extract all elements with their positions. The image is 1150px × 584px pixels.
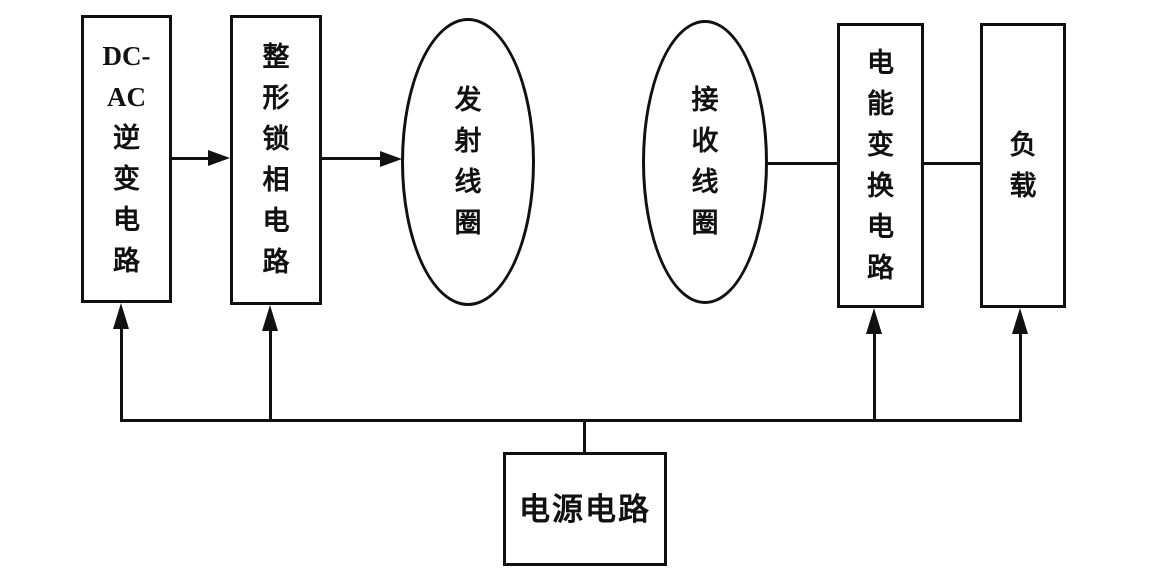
block-label-line: 路 bbox=[113, 246, 140, 276]
block-label-line: 路 bbox=[262, 247, 290, 277]
block-label-line: 能 bbox=[867, 88, 894, 119]
block-label-line: 变 bbox=[113, 164, 140, 194]
block-label-line: 负 bbox=[1009, 129, 1037, 160]
power-supply-bus-line bbox=[120, 419, 1022, 422]
arrowhead-right-icon bbox=[208, 150, 230, 166]
block-label-line: 射 bbox=[454, 126, 482, 156]
arrowhead-up-icon bbox=[866, 308, 882, 334]
block-label-line: 锁 bbox=[262, 124, 290, 154]
block-shaping-pll: 整 形 锁 相 电 路 bbox=[230, 15, 322, 305]
block-label-line: 载 bbox=[1009, 170, 1037, 201]
block-label-line: 换 bbox=[867, 170, 894, 201]
block-label-line: 收 bbox=[691, 126, 719, 156]
block-label-line: 整 bbox=[262, 42, 290, 72]
arrowhead-up-icon bbox=[262, 305, 278, 331]
block-label-line: AC bbox=[107, 82, 146, 112]
block-label-line: 相 bbox=[262, 165, 290, 195]
block-label-line: 电 bbox=[262, 206, 290, 236]
block-label-line: 电 bbox=[867, 47, 894, 78]
block-label-line: 电 bbox=[867, 211, 894, 242]
block-label-line: 圈 bbox=[691, 208, 719, 238]
block-label-line: 变 bbox=[867, 129, 894, 160]
block-label-line: 电 bbox=[113, 205, 140, 235]
block-power-supply: 电源电路 bbox=[503, 452, 667, 566]
connector-pll-to-transmit-coil-line bbox=[322, 157, 382, 160]
connector-bus-to-inverter-line bbox=[120, 329, 123, 421]
arrowhead-up-icon bbox=[1012, 308, 1028, 334]
connector-bus-to-pll-line bbox=[269, 331, 272, 421]
connector-conversion-to-load-line bbox=[924, 162, 980, 165]
block-label-line: 接 bbox=[691, 85, 719, 115]
block-transmit-coil: 发 射 线 圈 bbox=[401, 18, 535, 306]
block-label-line: 形 bbox=[262, 83, 290, 113]
connector-inverter-to-pll-line bbox=[172, 157, 210, 160]
block-label-line: 路 bbox=[867, 252, 894, 283]
block-label-line: 线 bbox=[454, 167, 482, 197]
connector-bus-to-power-supply-line bbox=[583, 422, 586, 452]
block-dc-ac-inverter: DC- AC 逆 变 电 路 bbox=[81, 15, 172, 303]
block-label-line: DC- bbox=[102, 41, 151, 71]
connector-bus-to-conversion-line bbox=[873, 334, 876, 421]
connector-bus-to-load-line bbox=[1019, 334, 1022, 421]
block-load: 负 载 bbox=[980, 23, 1066, 308]
block-receive-coil: 接 收 线 圈 bbox=[642, 20, 768, 304]
arrowhead-right-icon bbox=[380, 151, 402, 167]
block-label-line: 发 bbox=[454, 85, 482, 115]
block-label-line: 逆 bbox=[113, 123, 140, 153]
arrowhead-up-icon bbox=[113, 303, 129, 329]
connector-receive-coil-to-conversion-line bbox=[766, 162, 837, 165]
block-power-conversion: 电 能 变 换 电 路 bbox=[837, 23, 924, 308]
block-label-line: 电源电路 bbox=[519, 491, 651, 527]
block-label-line: 圈 bbox=[454, 208, 482, 238]
block-label-line: 线 bbox=[691, 167, 719, 197]
